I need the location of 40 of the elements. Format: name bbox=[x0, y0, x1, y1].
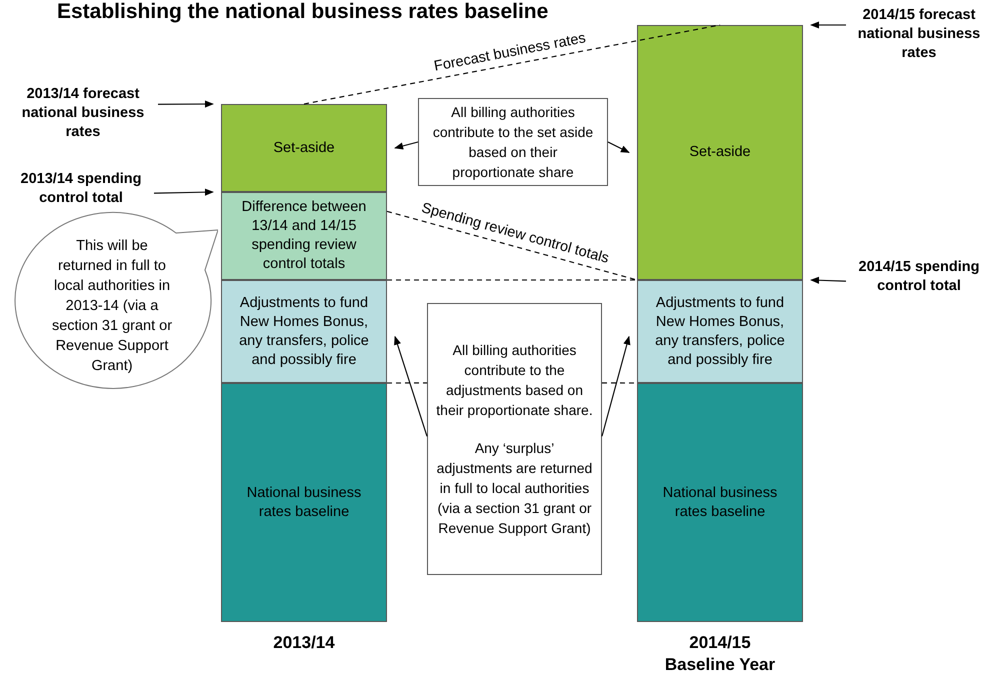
note-box bbox=[427, 303, 602, 575]
bar-segment bbox=[221, 280, 387, 383]
bar-segment bbox=[637, 280, 803, 383]
bar-segment bbox=[221, 383, 387, 622]
note-text: All billing authorities contribute to the adjustments based on their proportionate share. bbox=[436, 341, 593, 420]
arrow bbox=[608, 142, 630, 153]
annotation-text: 2014/15 spending control total bbox=[858, 258, 980, 296]
arrow bbox=[394, 336, 428, 436]
segment-label: Adjustments to fund New Homes Bonus, any transfers, police and possibly fire bbox=[238, 294, 370, 370]
segment-label: Set-aside bbox=[273, 138, 335, 158]
note-text: Any ‘surplus’ adjustments are returned in full to local authorities (via a section 31 grant or Revenue Support Grant) bbox=[436, 439, 593, 538]
dashed-line bbox=[386, 210, 638, 281]
column-caption: 2013/14 bbox=[272, 632, 336, 654]
arrow bbox=[810, 276, 846, 284]
bar-segment bbox=[637, 383, 803, 622]
annotation-text: 2013/14 spending control total bbox=[20, 170, 142, 208]
arrow bbox=[601, 336, 630, 436]
annotation-text: 2014/15 forecast national business rates bbox=[856, 6, 982, 62]
segment-label: Adjustments to fund New Homes Bonus, any transfers, police and possibly fire bbox=[654, 294, 786, 370]
bubble-text: This will be returned in full to local authorities in 2013-14 (via a section 31 grant or Revenue Support Grant) bbox=[50, 237, 174, 376]
arrow bbox=[154, 188, 214, 196]
segment-label: Difference between 13/14 and 14/15 spending review control totals bbox=[240, 198, 368, 274]
dashed-line bbox=[387, 382, 427, 384]
column-caption: 2014/15 Baseline Year bbox=[664, 632, 776, 676]
annotation-text: 2013/14 forecast national business rates bbox=[20, 84, 146, 142]
bar-segment bbox=[221, 104, 387, 192]
dashed-line bbox=[387, 279, 637, 281]
bar-segment bbox=[637, 25, 803, 280]
dashed-line bbox=[602, 382, 637, 384]
segment-label: Set-aside bbox=[689, 143, 751, 162]
note-box bbox=[418, 98, 608, 186]
arrow bbox=[394, 141, 418, 150]
segment-label: National business rates baseline bbox=[246, 484, 362, 522]
arrow bbox=[158, 100, 214, 108]
note-text: All billing authorities contribute to the set aside based on their proportionate share bbox=[432, 103, 594, 182]
dashed-line bbox=[304, 24, 720, 105]
segment-label: National business rates baseline bbox=[662, 484, 778, 522]
diagram-title: Establishing the national business rates baseline bbox=[57, 0, 548, 24]
arrow bbox=[810, 21, 846, 29]
bar-segment bbox=[221, 192, 387, 280]
